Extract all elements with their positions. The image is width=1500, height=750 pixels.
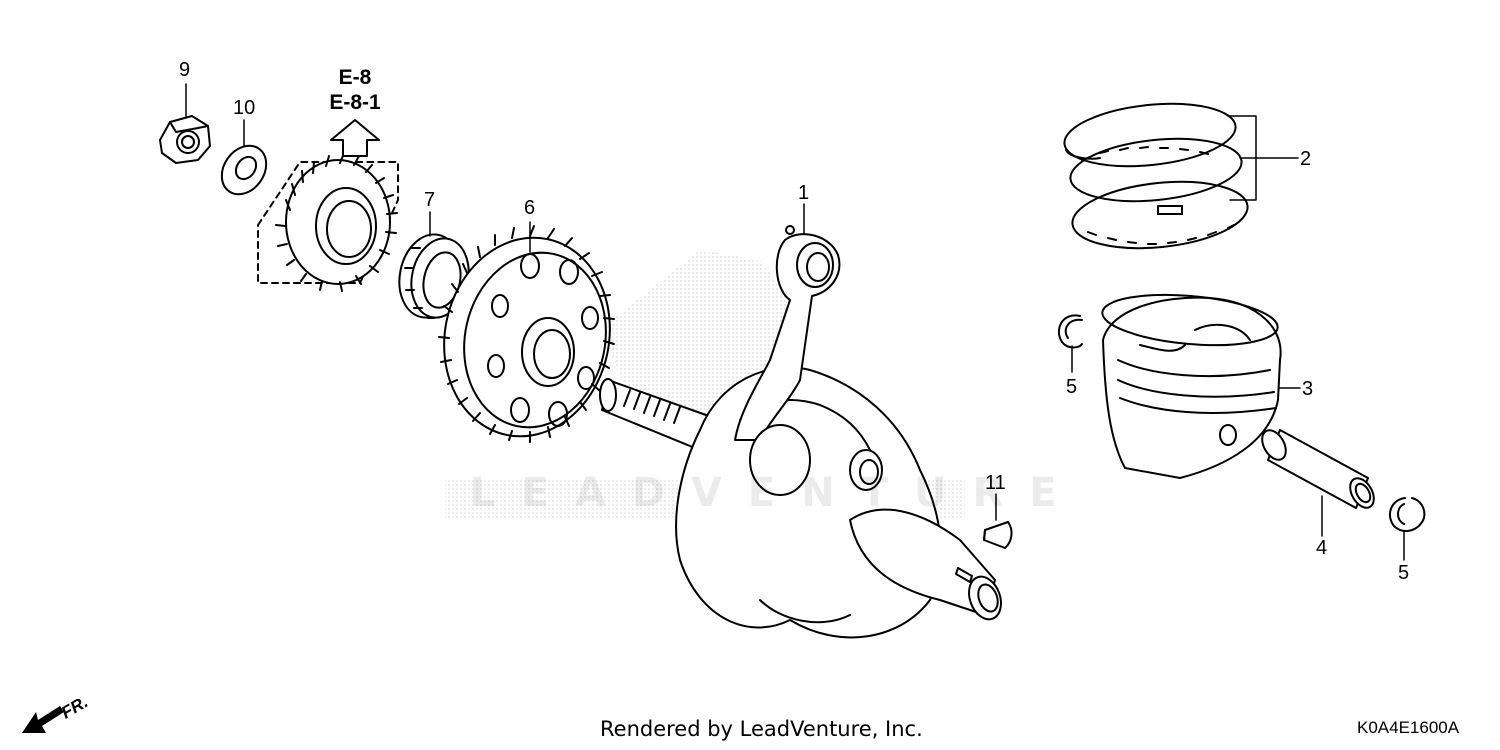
front-direction-arrow-icon: [22, 706, 64, 733]
diagram-code: K0A4E1600A: [1357, 718, 1460, 737]
callout-5-right: 5: [1398, 562, 1410, 584]
callout-4: 4: [1316, 537, 1328, 559]
credit-text: Rendered by LeadVenture, Inc.: [600, 717, 923, 741]
leader-lines: [185, 83, 1405, 561]
callout-11: 11: [985, 472, 1006, 494]
reference-label-e8: E-8: [338, 66, 372, 89]
callout-10: 10: [233, 97, 256, 119]
drive-gear-part-6: [438, 225, 615, 443]
callout-7: 7: [424, 189, 436, 211]
nut-part-9: [159, 115, 211, 164]
up-arrow-icon: [330, 119, 380, 157]
piston-part-3: [1101, 293, 1282, 479]
callout-5-left: 5: [1066, 376, 1078, 398]
callout-9: 9: [179, 59, 191, 81]
watermark-text: LEADVENTURE: [470, 470, 1083, 516]
reference-label-e8-1: E-8-1: [329, 91, 381, 114]
washer-part-10: [220, 144, 268, 196]
bearing-part-7: [398, 233, 470, 319]
piston-rings-part-2: [1063, 102, 1249, 250]
callout-6: 6: [524, 197, 536, 219]
circlip-part-5-right: [1389, 497, 1426, 533]
callout-1: 1: [798, 182, 810, 204]
piston-pin-part-4: [1261, 429, 1375, 509]
callout-2: 2: [1300, 148, 1312, 170]
woodruff-key-part-11: [983, 521, 1013, 549]
circlip-part-5-left: [1057, 314, 1083, 349]
referenced-gear-assembly: [257, 152, 399, 292]
crankshaft-part-1: [599, 225, 1002, 639]
callout-3: 3: [1302, 378, 1314, 400]
